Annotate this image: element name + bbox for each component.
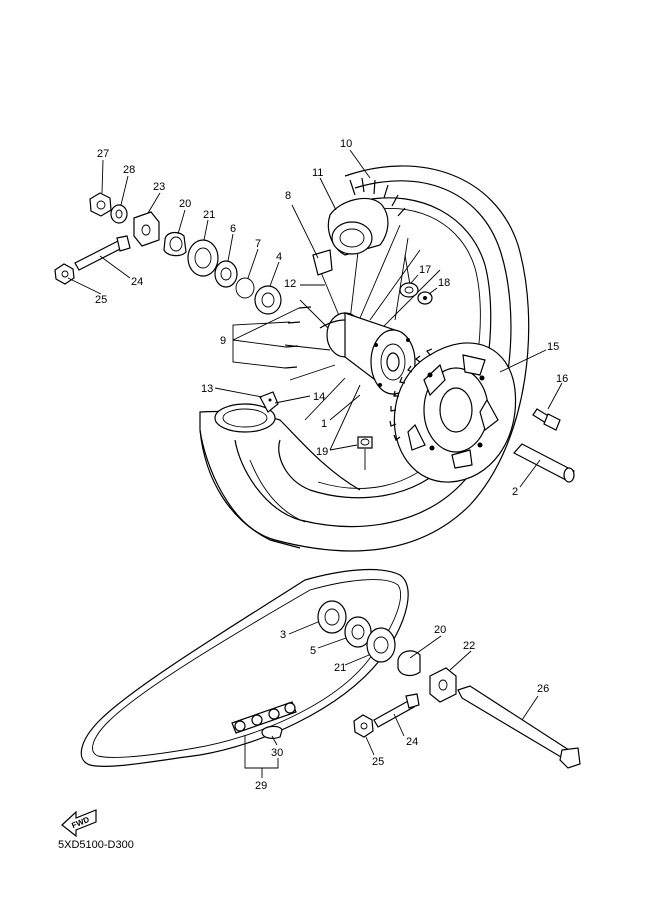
callout-9: 9 — [220, 335, 226, 347]
callout-19: 19 — [316, 446, 328, 458]
tube-and-flap — [312, 197, 389, 276]
callout-17: 17 — [419, 264, 431, 276]
spoke-nipples — [284, 306, 312, 369]
callout-22: 22 — [463, 640, 475, 652]
callout-23: 23 — [153, 181, 165, 193]
callout-12: 12 — [284, 278, 296, 290]
sprocket-bolt — [532, 408, 561, 431]
rear-hub — [319, 312, 416, 397]
callout-7: 7 — [255, 238, 261, 250]
spokes — [284, 224, 441, 451]
callout-21: 21 — [203, 209, 215, 221]
callout-4: 4 — [276, 251, 282, 263]
callout-18: 18 — [438, 277, 450, 289]
callout-26: 26 — [537, 683, 549, 695]
callout-21b: 21 — [334, 662, 346, 674]
rear-sprocket — [389, 342, 517, 483]
callout-14: 14 — [313, 391, 325, 403]
callout-6: 6 — [230, 223, 236, 235]
callout-1: 1 — [321, 418, 327, 430]
callouts: 27 28 23 20 21 6 7 4 24 25 10 11 8 12 17… — [95, 138, 568, 792]
fwd-arrow-icon: FWD — [61, 809, 97, 838]
brake-disc-cover — [214, 391, 279, 433]
chain — [80, 568, 409, 767]
callout-16: 16 — [556, 373, 568, 385]
callout-15: 15 — [547, 341, 559, 353]
callout-10: 10 — [340, 138, 352, 150]
callout-27: 27 — [97, 148, 109, 160]
callout-25: 25 — [95, 294, 107, 306]
callout-5: 5 — [310, 645, 316, 657]
callout-29: 29 — [255, 780, 267, 792]
callout-20b: 20 — [434, 624, 446, 636]
callout-20: 20 — [179, 198, 191, 210]
callout-24b: 24 — [406, 736, 418, 748]
callout-24: 24 — [131, 276, 143, 288]
valve-nut — [357, 436, 373, 470]
callout-28: 28 — [123, 164, 135, 176]
collar-2 — [513, 443, 575, 483]
right-axle-parts — [317, 600, 581, 769]
callout-30: 30 — [271, 747, 283, 759]
collar-and-nut — [399, 282, 433, 305]
callout-3: 3 — [280, 629, 286, 641]
callout-8: 8 — [285, 190, 291, 202]
callout-11: 11 — [312, 167, 323, 179]
callout-13: 13 — [201, 383, 213, 395]
chain-joint — [231, 701, 297, 739]
leader-lines — [67, 149, 563, 778]
callout-2: 2 — [512, 486, 518, 498]
diagram-code: 5XD5100-D300 — [58, 839, 134, 851]
left-axle-parts — [54, 192, 282, 315]
callout-25b: 25 — [372, 756, 384, 768]
